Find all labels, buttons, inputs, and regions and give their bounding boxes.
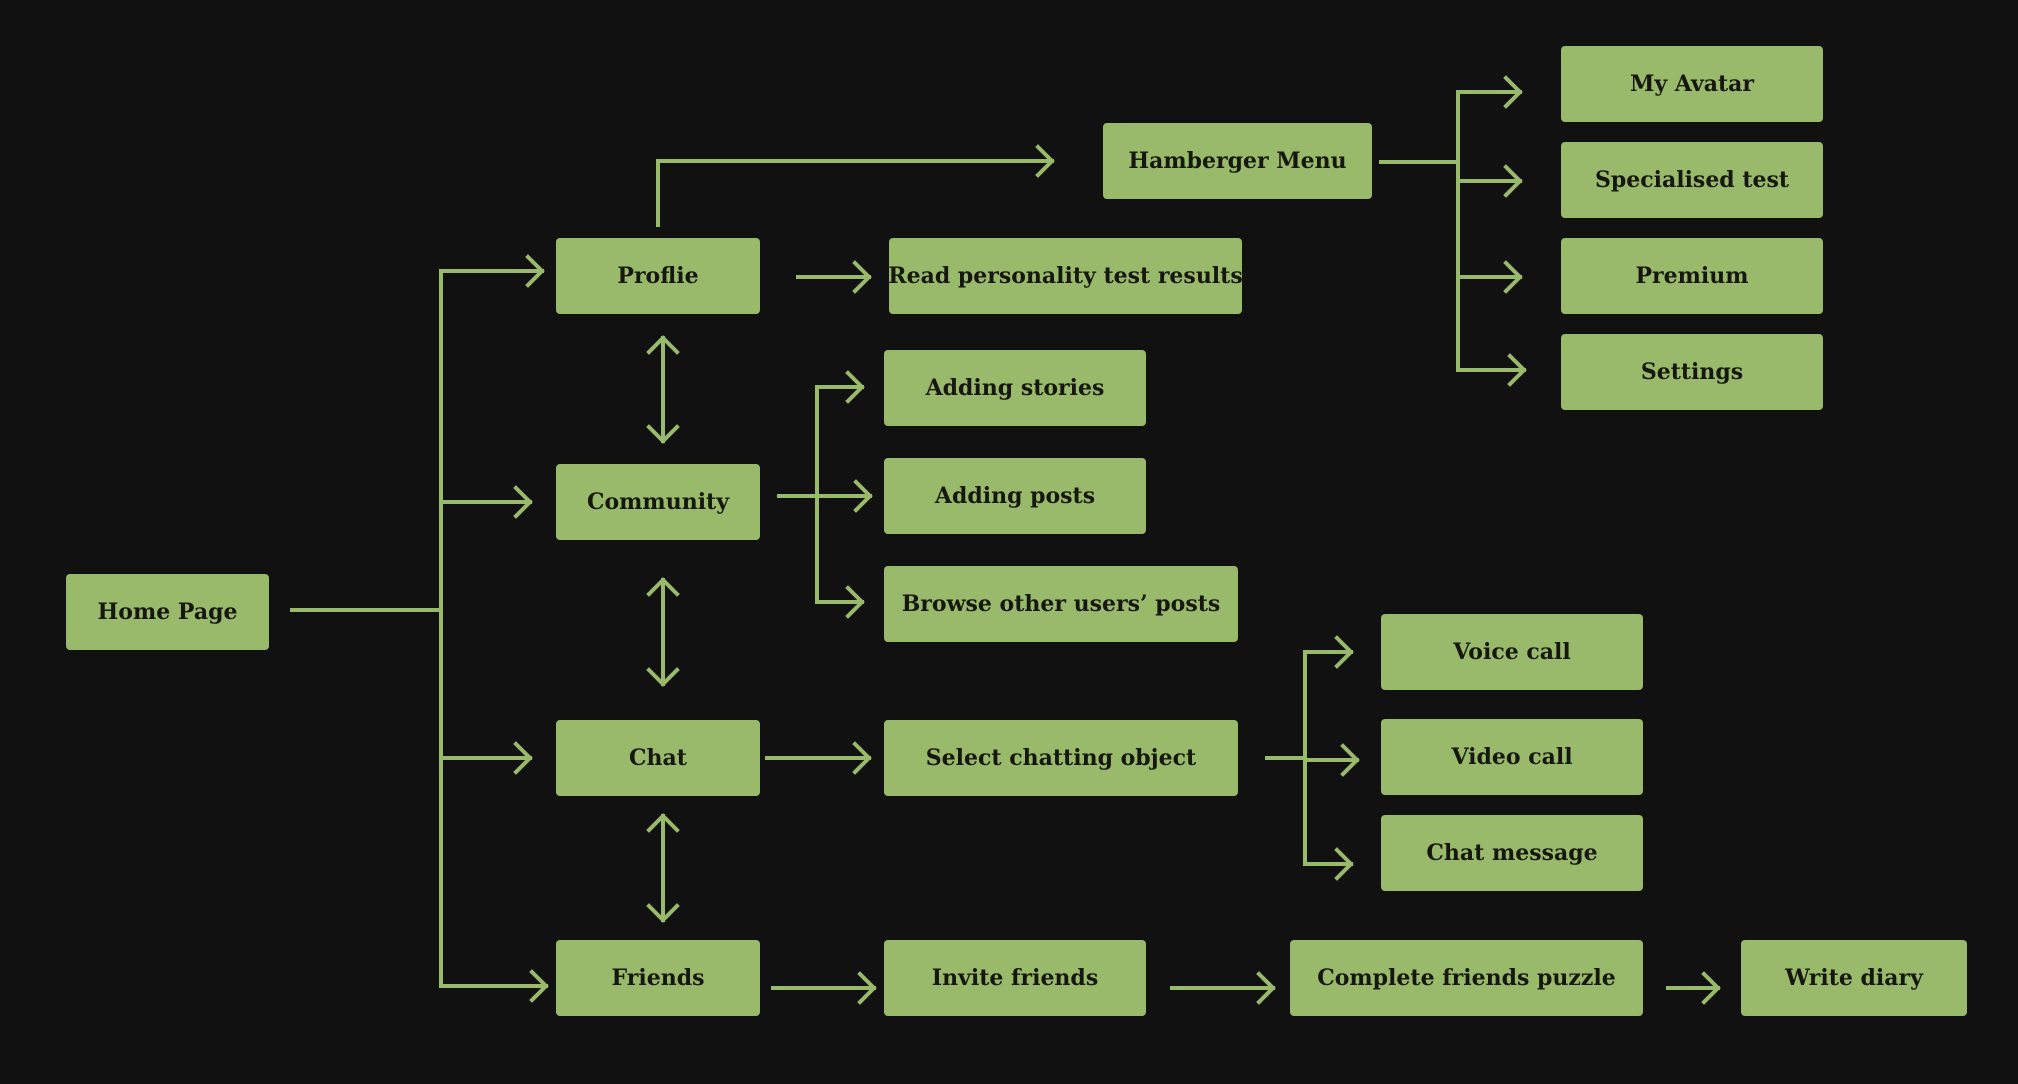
node-community[interactable]: Community <box>556 464 760 540</box>
node-friends-puzzle[interactable]: Complete friends puzzle <box>1290 940 1643 1016</box>
connector-home-trunk <box>290 269 443 988</box>
arrow-to-friends <box>439 969 549 1003</box>
connector-hamburger-trunk <box>1379 90 1460 372</box>
node-write-diary[interactable]: Write diary <box>1741 940 1967 1016</box>
node-hamburger-menu[interactable]: Hamberger Menu <box>1103 123 1372 199</box>
node-browse-posts[interactable]: Browse other users’ posts <box>884 566 1238 642</box>
double-arrow-profile-community <box>646 335 680 444</box>
arrow-to-premium <box>1456 260 1523 294</box>
node-select-chatting-object[interactable]: Select chatting object <box>884 720 1238 796</box>
arrow-to-stories <box>815 370 865 404</box>
arrow-to-voice <box>1303 635 1354 669</box>
node-settings[interactable]: Settings <box>1561 334 1823 410</box>
node-friends[interactable]: Friends <box>556 940 760 1016</box>
arrow-to-community <box>439 485 533 519</box>
arrow-profile-to-personality <box>796 260 872 294</box>
double-arrow-community-chat <box>646 577 680 687</box>
arrow-to-settings <box>1456 353 1527 387</box>
arrow-to-browse <box>815 585 865 619</box>
node-premium[interactable]: Premium <box>1561 238 1823 314</box>
node-video-call[interactable]: Video call <box>1381 719 1643 795</box>
arrow-to-chat-message <box>1303 847 1354 881</box>
connector-select-trunk <box>1265 650 1307 866</box>
arrow-chat-to-select <box>765 741 872 775</box>
node-chat[interactable]: Chat <box>556 720 760 796</box>
arrow-invite-to-puzzle <box>1170 971 1276 1005</box>
arrow-to-avatar <box>1456 75 1523 109</box>
node-personality-results[interactable]: Read personality test results <box>888 238 1243 314</box>
node-invite-friends[interactable]: Invite friends <box>884 940 1146 1016</box>
arrow-to-video <box>1303 743 1360 777</box>
node-adding-posts[interactable]: Adding posts <box>884 458 1146 534</box>
node-voice-call[interactable]: Voice call <box>1381 614 1643 690</box>
arrow-to-posts <box>815 479 873 513</box>
node-my-avatar[interactable]: My Avatar <box>1561 46 1823 122</box>
arrow-profile-to-hamburger <box>656 144 1055 227</box>
arrow-to-profile <box>439 254 545 288</box>
double-arrow-chat-friends <box>646 813 680 923</box>
connector-community-trunk <box>777 385 819 604</box>
node-chat-message[interactable]: Chat message <box>1381 815 1643 891</box>
node-specialised-test[interactable]: Specialised test <box>1561 142 1823 218</box>
node-home-page[interactable]: Home Page <box>66 574 269 650</box>
node-adding-stories[interactable]: Adding stories <box>884 350 1146 426</box>
arrow-puzzle-to-diary <box>1666 971 1721 1005</box>
arrow-to-chat <box>439 741 533 775</box>
node-profile[interactable]: Proflie <box>556 238 760 314</box>
arrow-friends-to-invite <box>771 971 877 1005</box>
arrow-to-specialised <box>1456 164 1523 198</box>
